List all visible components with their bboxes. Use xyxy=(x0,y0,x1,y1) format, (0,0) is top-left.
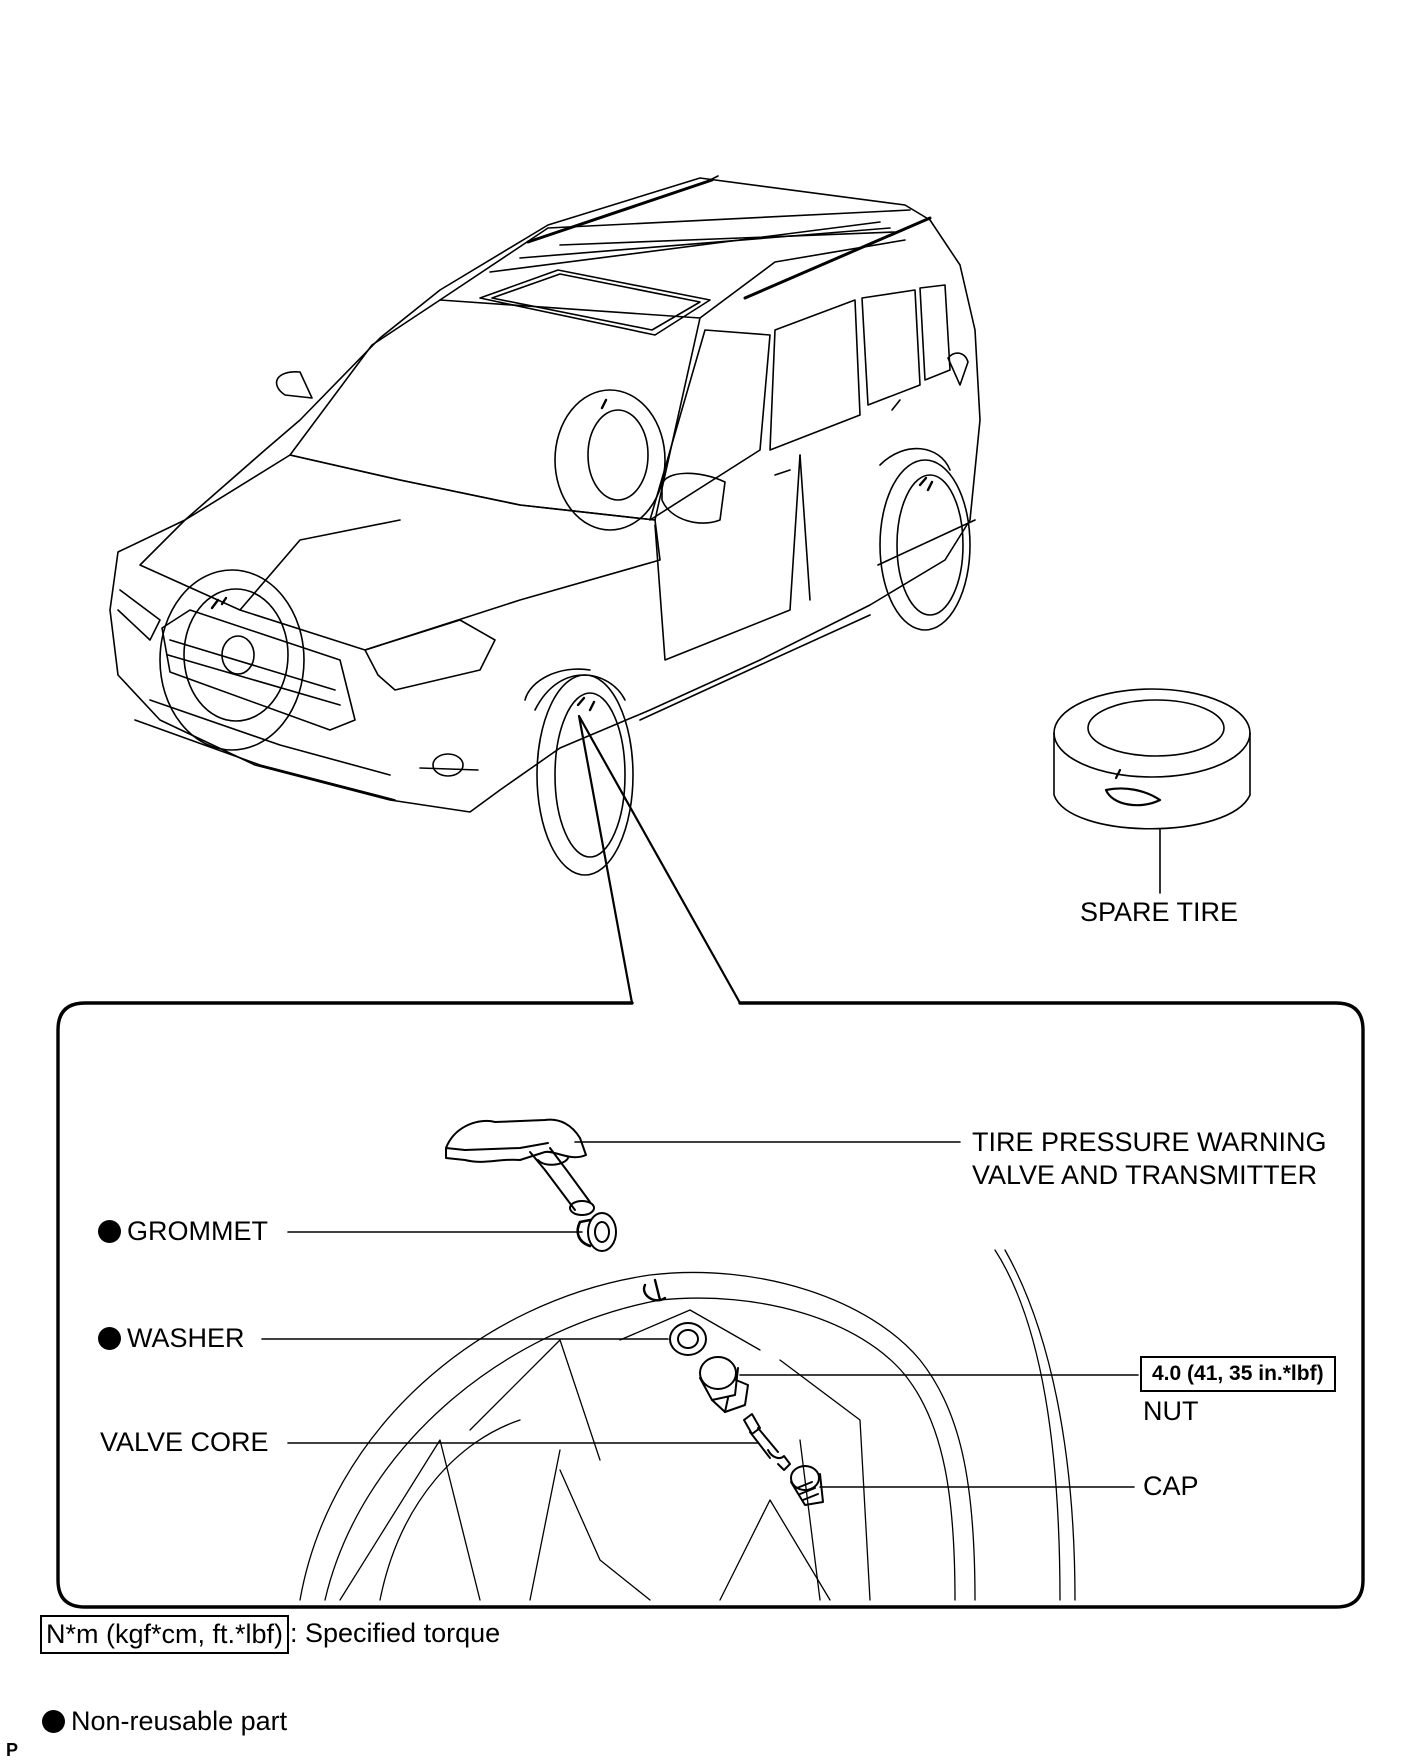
legend-non-reusable-text: Non-reusable part xyxy=(71,1706,288,1736)
non-reusable-dot-icon xyxy=(42,1710,65,1733)
transmitter-illustration xyxy=(445,1118,595,1216)
grommet-illustration xyxy=(576,1212,617,1252)
grommet-label-text: GROMMET xyxy=(127,1216,268,1246)
detail-frame xyxy=(56,1001,1365,1609)
grommet-label: GROMMET xyxy=(98,1215,268,1248)
spare-tire-illustration xyxy=(1053,688,1251,830)
cap-illustration xyxy=(790,1465,824,1506)
nut-illustration xyxy=(699,1356,749,1413)
transmitter-label-line2: VALVE AND TRANSMITTER xyxy=(972,1160,1318,1190)
page-code: P xyxy=(6,1740,19,1760)
non-reusable-dot-icon xyxy=(98,1327,121,1350)
nut-label: NUT xyxy=(1143,1396,1199,1426)
cap-label: CAP xyxy=(1143,1471,1199,1501)
legend-non-reusable: Non-reusable part xyxy=(42,1705,287,1738)
wheel-illustration xyxy=(299,1249,1076,1601)
washer-illustration xyxy=(669,1322,707,1356)
spare-tire-label: SPARE TIRE xyxy=(1080,897,1239,927)
transmitter-label-line1: TIRE PRESSURE WARNING xyxy=(972,1127,1327,1157)
legend-torque-desc: : Specified torque xyxy=(290,1618,501,1648)
valve-core-label: VALVE CORE xyxy=(100,1427,269,1457)
vehicle-illustration xyxy=(109,175,981,876)
washer-label-text: WASHER xyxy=(127,1323,245,1353)
washer-label: WASHER xyxy=(98,1322,245,1355)
valve-core-illustration xyxy=(743,1413,791,1471)
non-reusable-dot-icon xyxy=(98,1220,121,1243)
legend-torque-unit-box: N*m (kgf*cm, ft.*lbf) xyxy=(40,1615,290,1654)
zoom-pointer xyxy=(577,714,742,1005)
nut-torque-spec: 4.0 (41, 35 in.*lbf) xyxy=(1140,1356,1336,1392)
